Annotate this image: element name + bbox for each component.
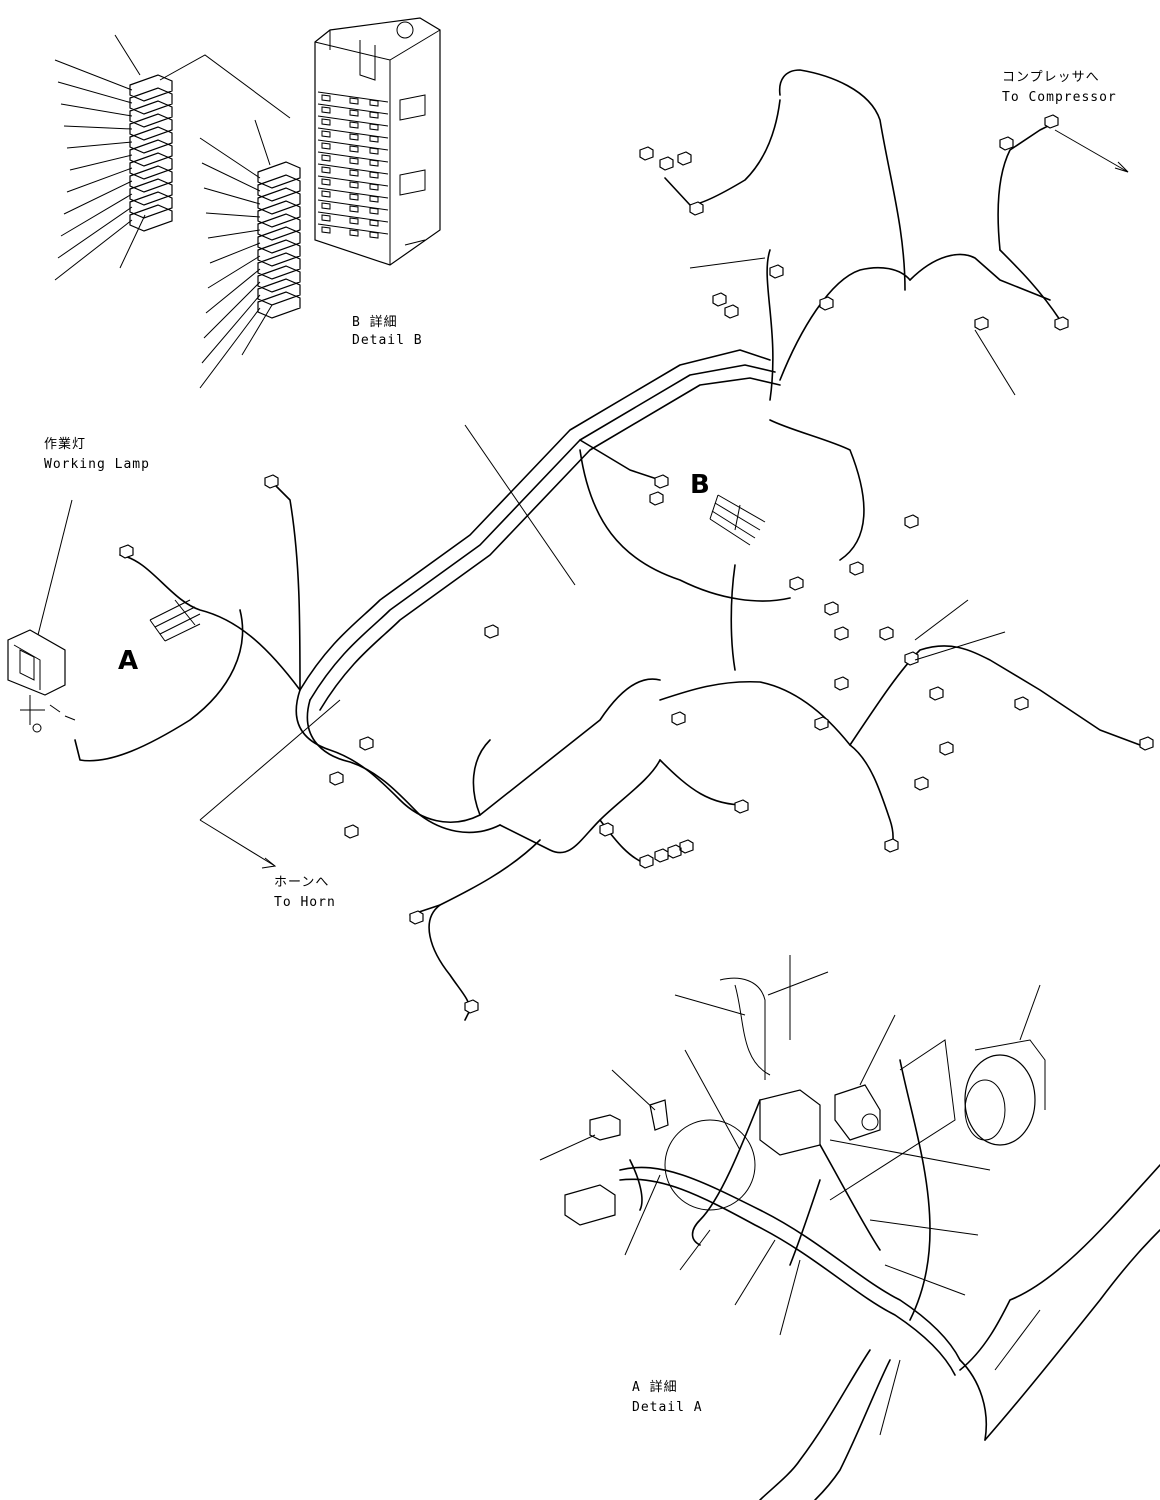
fuse-rows bbox=[317, 91, 426, 246]
detail-a-assembly bbox=[619, 955, 1160, 1500]
detail-b-label-en: Detail B bbox=[352, 333, 423, 348]
leader-lines-detail-b bbox=[54, 34, 291, 389]
compressor-label-jp: コンプレッサへ bbox=[1002, 70, 1100, 85]
detail-a-label-en: Detail A bbox=[632, 1400, 703, 1415]
working-lamp-label-en: Working Lamp bbox=[44, 457, 150, 472]
compressor-label-en: To Compressor bbox=[1002, 90, 1117, 105]
view-marker-a: A bbox=[118, 646, 139, 676]
view-arrow-b bbox=[709, 494, 766, 546]
detail-a-label-jp: A 詳細 bbox=[632, 1380, 678, 1395]
leader-lines bbox=[37, 129, 1129, 1436]
connector-block-icon bbox=[564, 1099, 669, 1226]
view-marker-b: B bbox=[690, 470, 710, 500]
working-lamp-icon bbox=[7, 629, 76, 733]
detail-b-label-jp: B 詳細 bbox=[352, 315, 398, 330]
relay-block-right bbox=[257, 161, 301, 319]
working-lamp-harness bbox=[74, 484, 301, 762]
horn-label-en: To Horn bbox=[274, 895, 336, 910]
horn-label-jp: ホーンへ bbox=[274, 875, 330, 890]
connectors bbox=[119, 114, 1154, 1014]
lower-harness bbox=[295, 564, 1141, 1021]
main-harness bbox=[299, 69, 1061, 711]
motor-icon bbox=[964, 1039, 1046, 1146]
view-arrow-a bbox=[149, 599, 201, 642]
working-lamp-label-jp: 作業灯 bbox=[44, 437, 87, 452]
relay-block-left bbox=[129, 74, 173, 232]
relay-icon bbox=[759, 1084, 881, 1156]
